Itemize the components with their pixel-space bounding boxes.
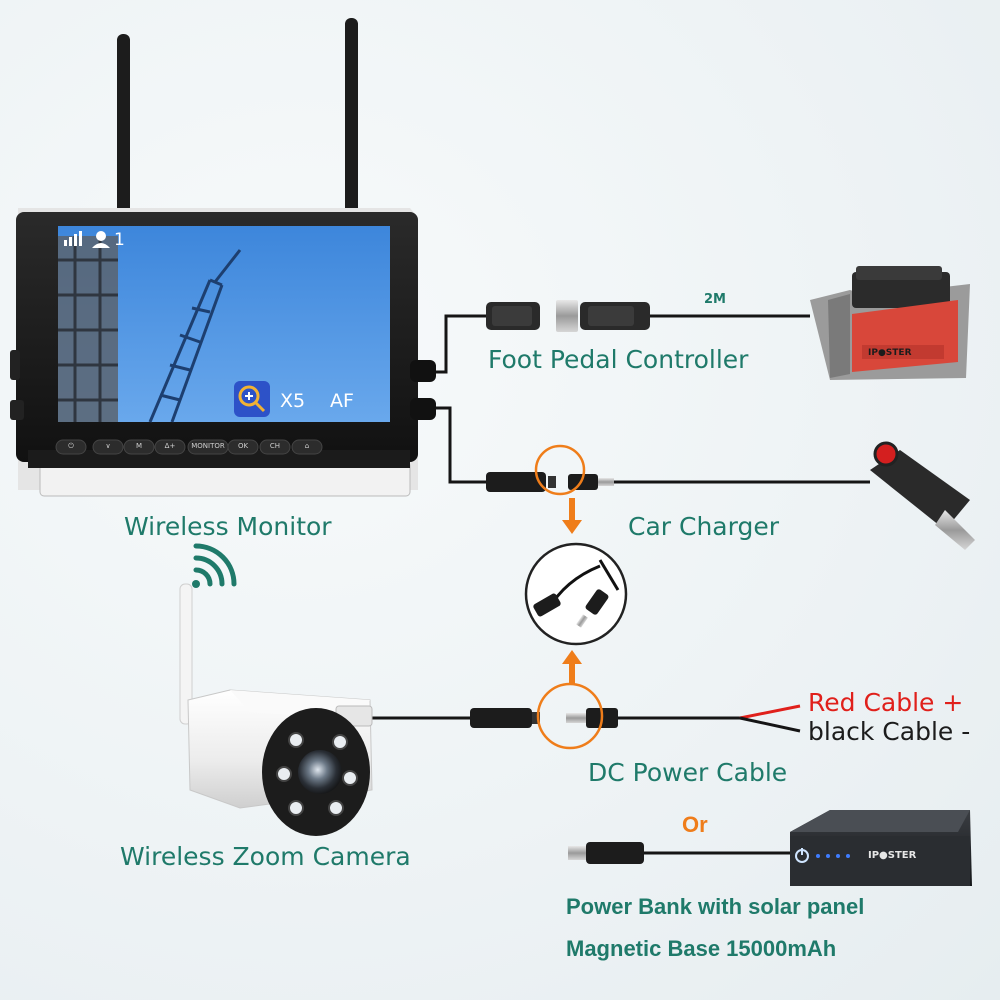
cables (368, 314, 870, 855)
foot-pedal-controller-label: Foot Pedal Controller (488, 345, 749, 374)
arrow-up-icon (562, 650, 582, 684)
dc-cable-closeup (524, 542, 628, 646)
monitor-btn-power: ⏻ (68, 442, 74, 450)
wireless-zoom-camera (179, 583, 373, 836)
power-icon (795, 848, 809, 863)
black-cable-label: black Cable - (808, 717, 971, 746)
monitor-btn-ok: OK (237, 442, 249, 450)
or-label: Or (682, 812, 708, 837)
screen-channel-number: 1 (114, 230, 125, 250)
dc-power-cable-label: DC Power Cable (588, 758, 788, 787)
pedal-brand-logo: IP●STER (868, 348, 912, 358)
monitor-btn-home: ⌂ (304, 442, 310, 450)
monitor-antennas (117, 18, 358, 214)
cable-length-label: 2M (704, 292, 726, 307)
aviation-connector (486, 300, 650, 332)
monitor-btn-up: Δ+ (164, 442, 176, 450)
monitor-btn-down: ∨ (105, 442, 111, 450)
user-icon (92, 231, 110, 248)
power-bank (568, 810, 972, 886)
red-cable-label: Red Cable + (808, 688, 964, 717)
wifi-signal-icon (64, 231, 82, 246)
arrow-down-icon (562, 498, 582, 534)
dc-connector-camera (470, 682, 618, 750)
wireless-monitor (10, 208, 436, 497)
powerbank-brand-logo: IP●STER (868, 850, 917, 861)
car-charger-label: Car Charger (628, 512, 779, 541)
wireless-waves-icon (192, 543, 237, 588)
power-bank-label-line2: Magnetic Base 15000mAh (566, 936, 837, 961)
screen-zoom-level: X5 (280, 390, 306, 412)
screen-focus-mode: AF (330, 390, 354, 412)
monitor-btn-monitor: MONITOR (191, 442, 225, 450)
dc-connector-charger (486, 444, 614, 496)
wireless-monitor-label: Wireless Monitor (124, 512, 332, 541)
power-bank-label-line1: Power Bank with solar panel (566, 894, 865, 919)
monitor-btn-ch: CH (269, 442, 281, 450)
wireless-zoom-camera-label: Wireless Zoom Camera (120, 842, 411, 871)
monitor-btn-menu: M (135, 442, 143, 450)
zoom-in-icon (234, 381, 270, 417)
car-charger-plug (870, 441, 975, 550)
foot-pedal (810, 266, 970, 380)
monitor-buttons (55, 439, 323, 455)
